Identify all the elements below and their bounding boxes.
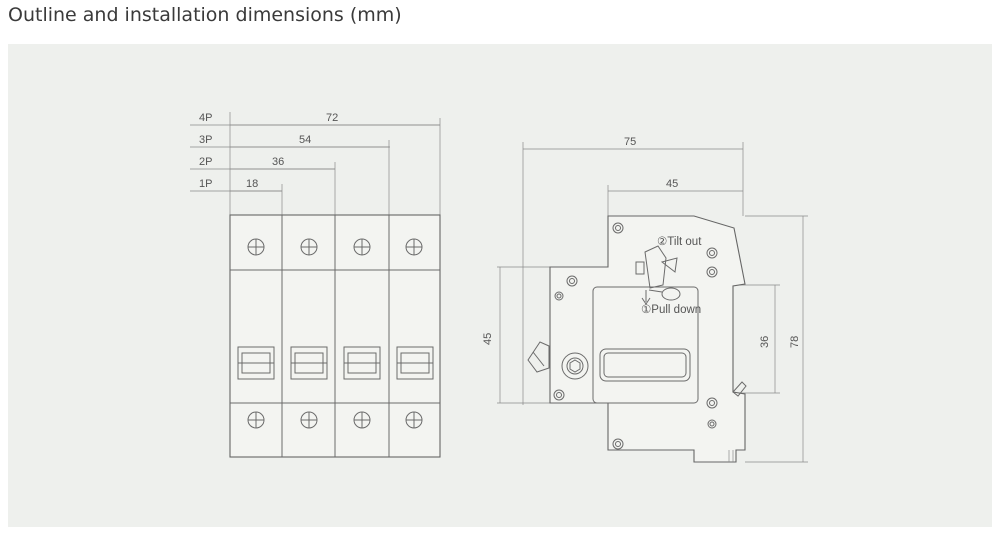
page-title: Outline and installation dimensions (mm) (8, 4, 402, 26)
annotation-tilt-out: ②Tilt out (657, 236, 702, 248)
dim-2p-value: 36 (272, 156, 284, 168)
dim-4p-value: 72 (326, 112, 338, 124)
dim-overall-height: 78 (789, 336, 801, 348)
dim-front-depth: 45 (666, 178, 678, 190)
pole-label-4p: 4P (199, 112, 212, 124)
pole-label-2p: 2P (199, 156, 212, 168)
side-view: 75 45 45 36 78 (482, 136, 808, 463)
pole-label-1p: 1P (199, 178, 212, 190)
dim-front-height: 45 (482, 333, 494, 345)
dim-1p-value: 18 (246, 178, 258, 190)
dim-overall-depth: 75 (624, 136, 636, 148)
front-view: 4P 3P 2P 1P 72 54 36 18 (190, 112, 441, 458)
pole-label-3p: 3P (199, 134, 212, 146)
annotation-pull-down: ①Pull down (641, 304, 701, 316)
dim-rail-height: 36 (759, 336, 771, 348)
dim-3p-value: 54 (299, 134, 311, 146)
